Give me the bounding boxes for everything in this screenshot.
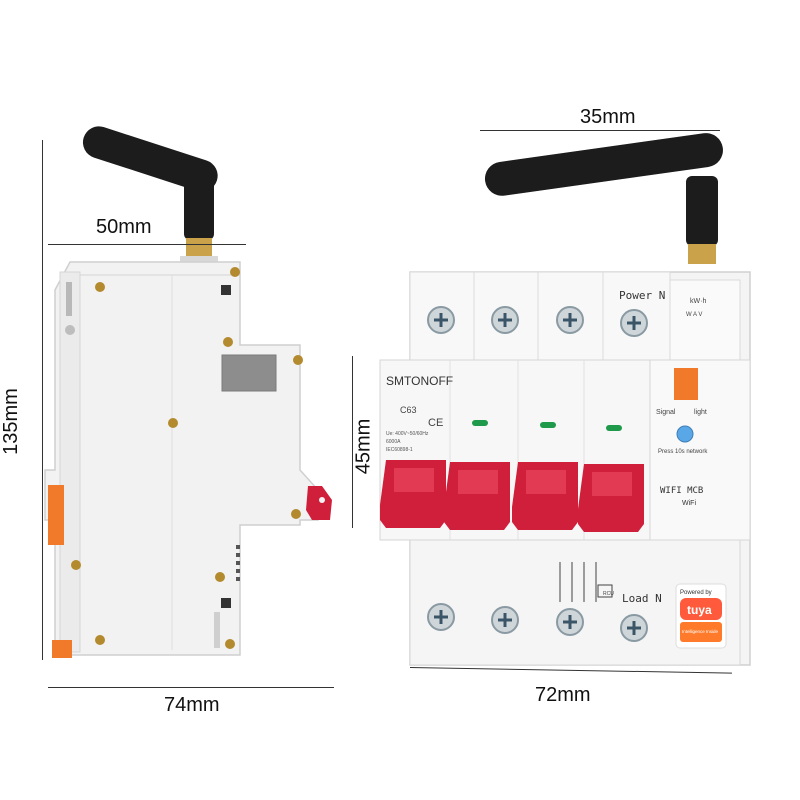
front-depth-label: 45mm <box>352 418 375 475</box>
wifi-mcb-label: WIFI MCB <box>660 486 703 496</box>
intelligence-label: Intelligence Inside <box>682 629 719 634</box>
rating-label: C63 <box>400 405 417 415</box>
height-dimension-line <box>42 140 43 660</box>
front-antenna-offset-label: 35mm <box>580 106 636 128</box>
antenna-dimension-line <box>48 244 246 245</box>
side-antenna <box>82 126 218 266</box>
power-label: Power N <box>619 289 665 302</box>
powered-by-label: Powered by <box>680 590 712 596</box>
side-width-dimension-line <box>48 687 334 688</box>
front-view-breaker: SMTONOFF C63 CE Ue: 400V~50/60Hz 6000A I… <box>379 133 751 666</box>
spec-line2: 6000A <box>386 439 401 445</box>
ce-mark: CE <box>428 417 443 429</box>
press-label: Press 10s network <box>658 449 708 455</box>
spec-line1: Ue: 400V~50/60Hz <box>386 431 429 437</box>
front-width-label: 72mm <box>535 684 591 706</box>
bottom-terminal-screws <box>427 603 648 642</box>
spec-line3: IEC60898-1 <box>386 447 413 453</box>
front-antenna-dimension-line <box>480 130 720 131</box>
side-height-label: 135mm <box>0 388 22 455</box>
side-screws <box>71 267 303 649</box>
rcu-label: RCU <box>603 591 614 597</box>
breaker-handles <box>380 460 644 532</box>
front-antenna <box>484 133 723 264</box>
antenna-offset-label: 50mm <box>96 216 152 238</box>
kwh-label: kW·h <box>690 298 706 305</box>
brand-label: SMTONOFF <box>386 374 453 388</box>
wifi-badge: WiFi <box>682 500 696 507</box>
front-depth-dimension-line <box>352 356 353 528</box>
wiring-diagram-icon <box>559 562 613 602</box>
signal-label: Signal <box>656 409 676 416</box>
side-view-breaker <box>44 126 332 658</box>
meter-marks: W A V <box>686 312 702 318</box>
load-label: Load N <box>622 592 662 605</box>
tuya-logo-text: tuya <box>687 603 712 617</box>
light-label: light <box>694 409 707 416</box>
top-terminal-screws <box>427 306 648 337</box>
side-width-label: 74mm <box>164 694 220 716</box>
